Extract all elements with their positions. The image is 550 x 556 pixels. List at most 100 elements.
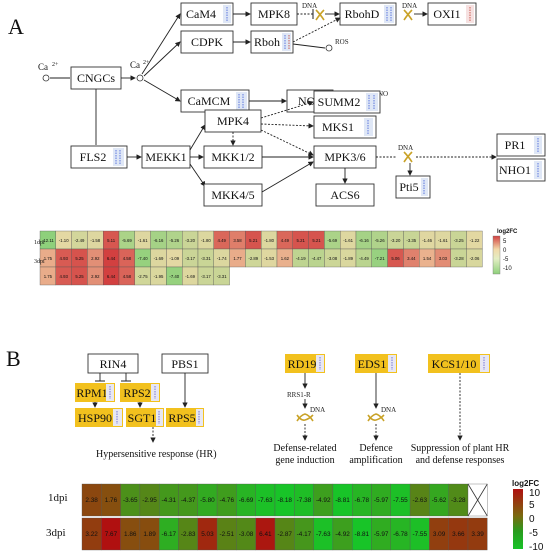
no-label: NO [378, 90, 388, 98]
node-rd19-label: RD19 [288, 357, 317, 371]
heatmap-a-row2-value: -3.28 [454, 256, 464, 261]
heatmap-b-row2-value: -2.83 [181, 531, 196, 538]
heatmap-a-row1-value: -2.49 [75, 238, 85, 243]
heatmap-b-row1-value: -7.55 [393, 497, 408, 504]
node-acs6 [315, 183, 375, 207]
dna-b-label-2: DNA [381, 406, 396, 414]
node-mekk1-label: MEKK1 [145, 150, 186, 164]
node-mpk36-label: MPK3/6 [324, 150, 365, 164]
dna-icon-3 [403, 151, 413, 163]
heatmap-a-row3-value: -1.69 [185, 274, 195, 279]
heatmap-b-row2-value: -4.17 [297, 531, 312, 538]
node-summ2 [313, 90, 381, 114]
legend-a-tick-m10: -10 [503, 266, 512, 272]
ca-label-left: Ca [38, 62, 48, 72]
heatmap-a-row1-value: -1.10 [59, 238, 69, 243]
heatmap-a-row2-value: -1.89 [343, 256, 353, 261]
heatmap-a-row1-value: -1.80 [201, 238, 211, 243]
heatmap-a-row1-value: -3.25 [454, 238, 464, 243]
heatmap-b-row2-value: 3.22 [85, 531, 98, 538]
heatmap-cell [467, 517, 488, 551]
heatmap-b-row2-value: 1.89 [143, 531, 156, 538]
heatmap-b-row2-value: 3.66 [452, 531, 465, 538]
heatmap-a-row1-value: -5.26 [169, 238, 179, 243]
pti5-expression-icon [421, 178, 428, 196]
heatmap-a-row2-value: -1.74 [217, 256, 227, 261]
heatmap-a-row2-value: 5.25 [75, 256, 84, 261]
heatmap-a-row1-value: 3.58 [233, 238, 242, 243]
heatmap-b-row2-value: -8.81 [355, 531, 370, 538]
heatmap-a-row1-value: -5.69 [122, 238, 132, 243]
ca-ion-right [136, 74, 144, 82]
heatmap-a-row3-value: 6.44 [107, 274, 116, 279]
node-rin4-label: RIN4 [100, 357, 127, 371]
heatmap-a-row2-value: -7.40 [138, 256, 148, 261]
heatmap-a-row2-value: -2.89 [248, 256, 258, 261]
node-oxi1 [427, 2, 477, 26]
node-hsp90 [75, 408, 123, 427]
heatmap-b-row-3dpi: 3dpi [46, 527, 66, 539]
caption-supp-1: Suppression of plant HR [411, 443, 510, 454]
caption-amp-2: amplification [349, 455, 402, 466]
rps5-expression-icon [196, 409, 203, 426]
heatmap-b-row2-value: -7.63 [316, 531, 331, 538]
rbohd-expression-icon [384, 5, 394, 23]
heatmap-a-row-1dpi: 1dpi [34, 240, 45, 246]
node-pr1 [496, 133, 546, 157]
legend-a-tick-5: 5 [503, 239, 507, 245]
heatmap-a-row2-value: 3.44 [407, 256, 416, 261]
heatmap-a-row3-value: -2.75 [138, 274, 148, 279]
heatmap-a-row1-value: 5.21 [249, 238, 258, 243]
ros-label: ROS [335, 38, 349, 46]
heatmap-b-row1-value: -7.63 [258, 497, 273, 504]
node-acs6-label: ACS6 [330, 188, 359, 202]
cam4-expression-icon [223, 5, 231, 23]
heatmap-a-row3-value: -7.40 [169, 274, 179, 279]
heatmap-a-row1-value: 5.11 [107, 238, 116, 243]
legend-b-tick-m10: -10 [529, 542, 544, 553]
heatmap-b-row1-value: -6.69 [239, 497, 254, 504]
heatmap-a-row2-value: -7.21 [375, 256, 385, 261]
heatmap-a-row2-value: -1.09 [169, 256, 179, 261]
ca-ion-left [42, 74, 50, 82]
node-pti5-label: Pti5 [399, 180, 418, 194]
dna-icon-1 [315, 9, 325, 21]
node-nho1 [496, 158, 546, 182]
heatmap-cell [466, 248, 483, 268]
node-rbohd-label: RbohD [345, 7, 380, 21]
camcm-expression-icon [236, 92, 247, 110]
heatmap-b-row1-value: 2.38 [85, 497, 98, 504]
heatmap-a-row2-value: 4.58 [123, 256, 132, 261]
heatmap-a-row1-value: -1.61 [343, 238, 353, 243]
node-rps2-label: RPS2 [123, 386, 150, 400]
summ2-expression-icon [366, 93, 378, 111]
node-mks1-label: MKS1 [322, 120, 354, 134]
node-kcs1-label: KCS1/10 [432, 357, 477, 371]
node-cngcs-label: CNGCs [77, 71, 115, 85]
heatmap-a-row1-value: -3.20 [185, 238, 195, 243]
heatmap-a-row1-value: -1.58 [90, 238, 100, 243]
empty-cell-cross [467, 483, 488, 517]
heatmap-b-row2-value: 1.86 [124, 531, 137, 538]
heatmap-a-row1-value: -1.80 [264, 238, 274, 243]
heatmap-b-row2-value: 3.09 [433, 531, 446, 538]
heatmap-a-row2-value: 4.93 [60, 256, 69, 261]
heatmap-b-row2-value: -2.87 [277, 531, 292, 538]
heatmap-a-row1-value: 4.49 [281, 238, 290, 243]
ca-label-right: Ca [130, 60, 140, 70]
heatmap-b-row2-value: -3.08 [239, 531, 254, 538]
heatmap-a-row2-value: 5.06 [391, 256, 400, 261]
node-sgt1-label: SGT1 [128, 411, 157, 425]
mks1-expression-icon [364, 118, 373, 136]
heatmap-a-row2-value: 1.77 [233, 256, 242, 261]
heatmap-a-row1-value: 5.21 [312, 238, 321, 243]
dna-icon-b1 [296, 413, 314, 422]
heatmap-a-row2-value: -3.17 [185, 256, 195, 261]
legend-b-tick-0: 0 [529, 514, 535, 525]
heatmap-a-row3-value: -3.31 [217, 274, 227, 279]
dna-label-2: DNA [402, 2, 417, 10]
node-pbs1-label: PBS1 [171, 357, 198, 371]
heatmap-a-row1-value: -1.22 [470, 238, 480, 243]
